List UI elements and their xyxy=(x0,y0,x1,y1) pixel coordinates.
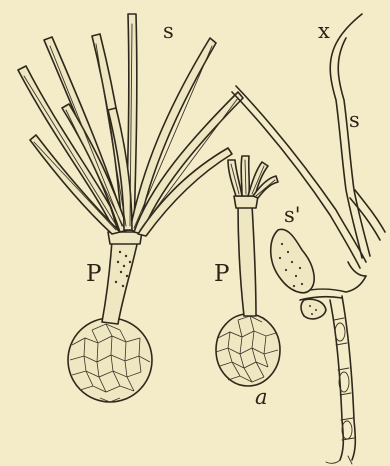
middle-spores xyxy=(228,156,278,198)
label-s-top: s xyxy=(163,19,174,43)
label-s-prime: s' xyxy=(284,203,301,227)
label-s-right: s xyxy=(349,108,360,132)
left-spores xyxy=(18,14,243,236)
middle-stalk xyxy=(238,205,256,316)
middle-collar xyxy=(234,196,258,208)
label-x: x xyxy=(318,19,330,43)
label-p-left: P xyxy=(86,261,101,287)
label-p-middle: P xyxy=(214,261,229,287)
left-specimen xyxy=(18,14,243,402)
left-sphere xyxy=(68,318,152,402)
label-a: a xyxy=(255,385,268,409)
middle-sphere xyxy=(216,314,280,386)
